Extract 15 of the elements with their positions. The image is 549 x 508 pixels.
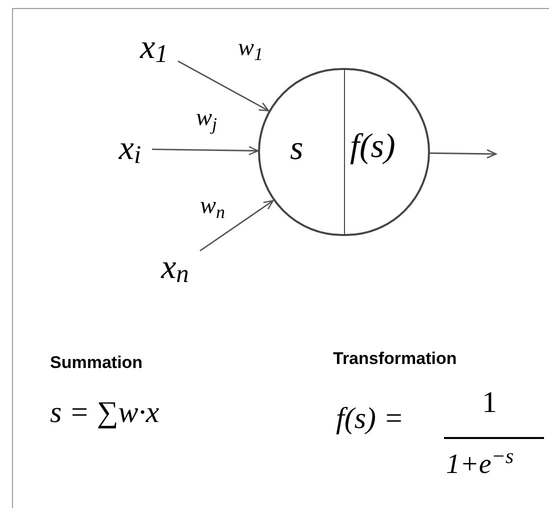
formula: 1 bbox=[482, 385, 497, 421]
sum-symbol: s bbox=[290, 132, 304, 166]
arrow bbox=[430, 149, 497, 159]
arrow bbox=[200, 200, 274, 252]
heading: Transformation bbox=[333, 348, 457, 370]
formula: f(s) = bbox=[336, 401, 404, 437]
input-label: x$_{n}$ bbox=[150, 248, 200, 288]
heading: Summation bbox=[50, 352, 143, 374]
arrow bbox=[178, 60, 270, 112]
arrow bbox=[152, 146, 259, 156]
input-label: x$_{i}$ bbox=[108, 128, 152, 170]
formula: 1+e$^{−s}$ bbox=[446, 444, 514, 482]
formula: s = ∑w·x bbox=[50, 395, 160, 431]
activation-function: f(s) bbox=[350, 130, 396, 164]
input-label: x$_{1}$ bbox=[130, 28, 178, 68]
